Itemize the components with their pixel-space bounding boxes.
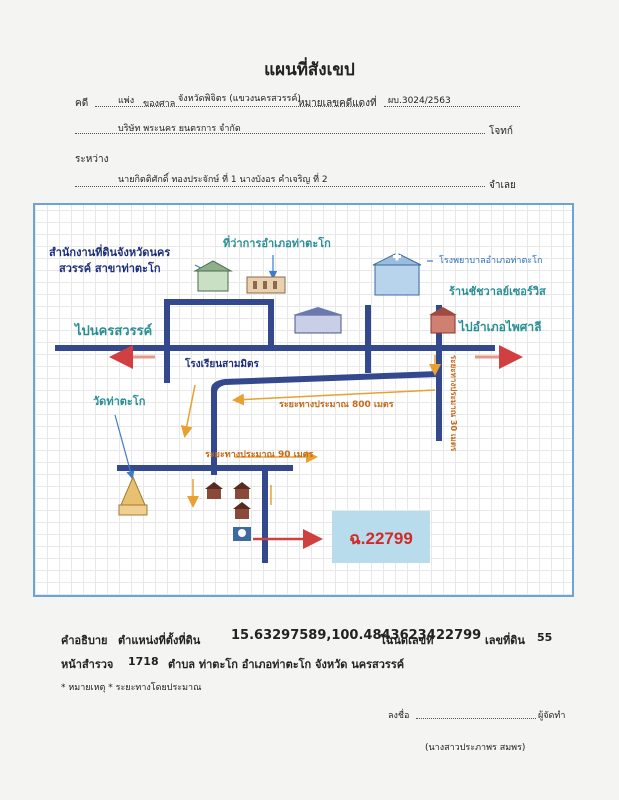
between-label: ระหว่าง: [75, 154, 109, 165]
page-title: แผนที่สังเขป: [264, 60, 355, 80]
district-office-icon: [246, 276, 286, 294]
land-office-icon: [193, 260, 233, 292]
road-mid-vertical: [365, 305, 371, 373]
location-map: ฉ.22799 สำนักงานที่ดินจังหวัดนคร สวรรค์ …: [33, 203, 574, 597]
school-icon: [293, 307, 343, 334]
case-type: แพ่ง: [118, 96, 135, 106]
dist-30-label: ระยะทางประมาณ 30 เมตร: [449, 355, 458, 452]
shop-label: ร้านชัชวาลย์เซอร์วิส: [449, 285, 546, 298]
coordinates: 15.63297589,100.48436234: [231, 628, 436, 643]
land-number: 55: [537, 631, 553, 644]
plot-box: [332, 511, 430, 563]
survey-number: 1718: [128, 655, 159, 668]
school-label: โรงเรียนสามมิตร: [184, 357, 260, 370]
road-top-horizontal: [164, 299, 274, 305]
deed-label: โฉนดเลขที่: [380, 634, 434, 647]
red-no: ผบ.3024/2563: [388, 96, 451, 106]
shop-icon: [429, 307, 457, 334]
description-label: คำอธิบาย: [61, 634, 108, 647]
location-pin-icon: [233, 527, 251, 541]
land-no-label: เลขที่ดิน: [485, 634, 525, 647]
location-label: ตำแหน่งที่ตั้งที่ดิน: [118, 634, 201, 647]
road-top-right-vertical: [268, 299, 274, 349]
to-nakhonsawan-label: ไปนครสวรรค์: [73, 322, 152, 339]
plaintiff-name: บริษัท พระนคร ยนตรการ จำกัด: [118, 124, 241, 134]
signer-name: (นางสาวประภาพร สมพร): [425, 743, 526, 753]
signer-role: ผู้จัดทำ: [538, 711, 566, 721]
road-lower-vertical: [262, 467, 268, 563]
road-lower-horizontal: [117, 465, 293, 471]
hospital-label: โรงพยาบาลอำเภอท่าตะโก: [439, 255, 542, 266]
district-office-label: ที่ว่าการอำเภอท่าตะโก: [223, 235, 331, 250]
land-office-label-line1: สำนักงานที่ดินจังหวัดนคร: [49, 244, 170, 259]
court-name: จังหวัดพิจิตร (แขวงนครสวรรค์): [178, 94, 301, 104]
dist-800-label: ระยะทางประมาณ 800 เมตร: [279, 399, 394, 410]
dist-90-label: ระยะทางประมาณ 90 เมตร: [205, 449, 314, 460]
plot-label: ฉ.22799: [349, 529, 413, 548]
defendant-label: จำเลย: [489, 180, 516, 191]
map-canvas: ฉ.22799 สำนักงานที่ดินจังหวัดนคร สวรรค์ …: [49, 235, 546, 563]
to-phaisali-label: ไปอำเภอไพศาลี: [457, 319, 541, 334]
curved-road: [211, 371, 439, 475]
defendant-names: นายกิตติศักดิ์ ทองประจักษ์ ที่ 1 นางบังอ…: [118, 175, 328, 185]
arrow-to-curve: [180, 384, 196, 438]
sign-label: ลงชื่อ: [388, 711, 410, 721]
note: * หมายเหตุ * ระยะทางโดยประมาณ: [61, 683, 202, 693]
arrow-800m: [232, 389, 436, 406]
red-no-label: หมายเลขคดีแดงที่: [298, 98, 377, 109]
deed-number: 22799: [436, 628, 482, 643]
hospital-icon: [372, 252, 422, 296]
temple-label: วัดท่าตะโก: [93, 394, 146, 408]
main-road: [55, 345, 495, 351]
road-west-vertical: [164, 301, 170, 383]
location-address: ตำบล ท่าตะโก อำเภอท่าตะโก จังหวัด นครสวร…: [168, 658, 405, 671]
temple-icon: [118, 475, 148, 516]
land-office-label-line2: สวรรค์ สาขาท่าตะโก: [59, 261, 161, 275]
house-icons: [205, 482, 251, 519]
pointer-temple: [114, 414, 135, 480]
plaintiff-label: โจทก์: [489, 126, 513, 137]
survey-label: หน้าสำรวจ: [61, 658, 114, 671]
case-label: คดี: [75, 98, 89, 109]
court-label: ของศาล: [143, 99, 176, 109]
